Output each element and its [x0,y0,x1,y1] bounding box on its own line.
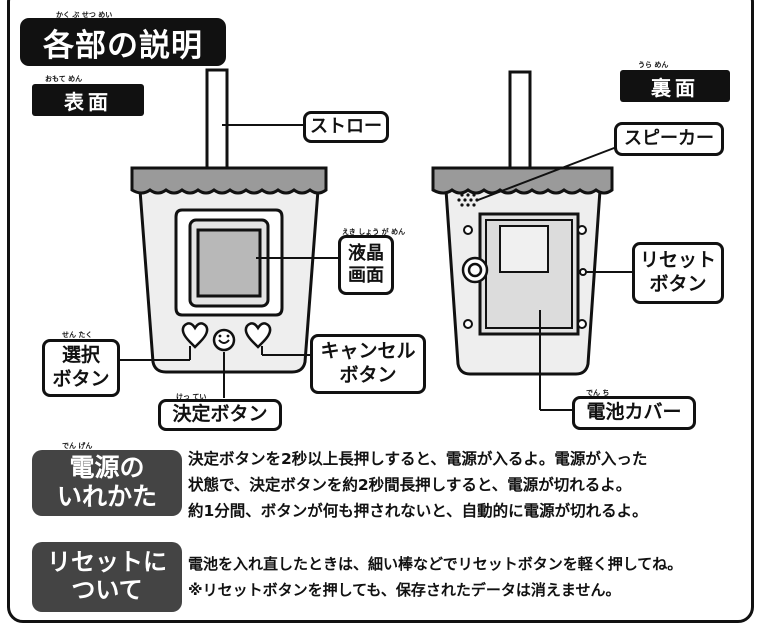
back-side-tag-text: 裏面 [651,75,699,100]
power-line-2: 状態で、決定ボタンを約2秒間長押しすると、電源が切れるよ。 [188,476,632,494]
power-tag-line1: 電源の [69,453,145,483]
battery-cover-tab [499,225,549,273]
front-side-tag-text: 表面 [64,89,112,114]
lcd-label-line1: 液晶 [348,242,384,264]
decide-label-ruby: けっ てい [176,393,207,401]
battery-cover-label-text: 電池カバー [586,401,682,424]
title-ruby: かく ぶ せつ めい [56,11,113,19]
lcd-label-line2: 画面 [348,265,384,286]
speaker-label: スピーカー [614,122,724,156]
screw-top-left [463,225,473,235]
instruction-frame [7,0,754,623]
decide-button-eye-left [218,334,222,338]
reset-line-2: ※リセットボタンを押しても、保存されたデータは消えません。 [188,581,621,599]
power-line-3: 約1分間、ボタンが何も押されないと、自動的に電源が切れるよ。 [188,502,648,520]
back-device [431,70,614,376]
page-title-text: 各部の説明 [43,27,203,64]
power-section-tag: 電源の いれかた [32,450,182,516]
cancel-button-shape [244,322,272,349]
power-instructions: 決定ボタンを2秒以上長押しすると、電源が入るよ。電源が入った 状態で、決定ボタン… [188,446,648,524]
cancel-label-line2: ボタン [339,364,397,386]
straw-label: ストロー [303,111,389,143]
reset-tag-line1: リセットに [47,548,167,577]
back-tag-ruby: うら めん [638,61,669,69]
select-button-label: 選択 ボタン [42,339,120,397]
reset-instructions: 電池を入れ直したときは、細い棒などでリセットボタンを軽く押してね。 ※リセットボ… [188,551,682,603]
page-title: 各部の説明 [20,18,226,66]
front-tag-ruby: おもて めん [45,75,83,83]
front-device [130,68,328,374]
cover-latch-inner [467,262,483,278]
power-tag-line2: いれかた [56,482,157,511]
power-tag-ruby: でん げん [62,442,93,450]
screw-top-right [577,225,587,235]
screw-bottom-right [577,319,587,329]
select-label-line2: ボタン [52,368,110,390]
reset-hole [579,268,587,276]
reset-section-tag: リセットに ついて [32,542,182,612]
battery-cover-label: 電池カバー [572,396,696,430]
reset-label-line1: リセット [639,249,716,272]
battery-label-ruby: でん ち [586,389,610,397]
front-side-tag: 表面 [32,84,144,116]
screw-bottom-left [463,319,473,329]
front-straw-shape [205,68,229,174]
decide-button-label: 決定ボタン [158,399,282,431]
cancel-label-line1: キャンセル [320,340,416,363]
lcd-screen-label: 液晶 画面 [338,235,394,295]
decide-label-text: 決定ボタン [172,403,268,426]
select-button-shape [181,322,209,349]
speaker-holes [457,193,479,207]
back-leader-lines [477,144,632,411]
decide-button-smile [218,339,230,344]
lcd-label-ruby: えき しょう が めん [342,228,406,236]
select-label-ruby: せん たく [62,331,93,339]
speaker-label-text: スピーカー [624,127,714,149]
back-lid [431,166,614,195]
lcd-screen [196,228,262,298]
back-straw-shape [508,70,532,174]
front-lid [130,166,328,195]
decide-button-shape [212,328,236,352]
reset-tag-line2: ついて [71,576,143,604]
power-line-1: 決定ボタンを2秒以上長押しすると、電源が入るよ。電源が入った [188,450,648,468]
reset-button-label: リセット ボタン [632,242,724,304]
reset-line-1: 電池を入れ直したときは、細い棒などでリセットボタンを軽く押してね。 [188,555,683,573]
reset-label-line2: ボタン [649,273,707,295]
select-label-line1: 選択 [61,344,100,367]
cancel-button-label: キャンセル ボタン [310,334,426,394]
decide-button-eye-right [226,334,230,338]
back-side-tag: 裏面 [620,70,730,102]
straw-label-text: ストロー [310,115,382,137]
front-leader-lines [118,124,338,398]
